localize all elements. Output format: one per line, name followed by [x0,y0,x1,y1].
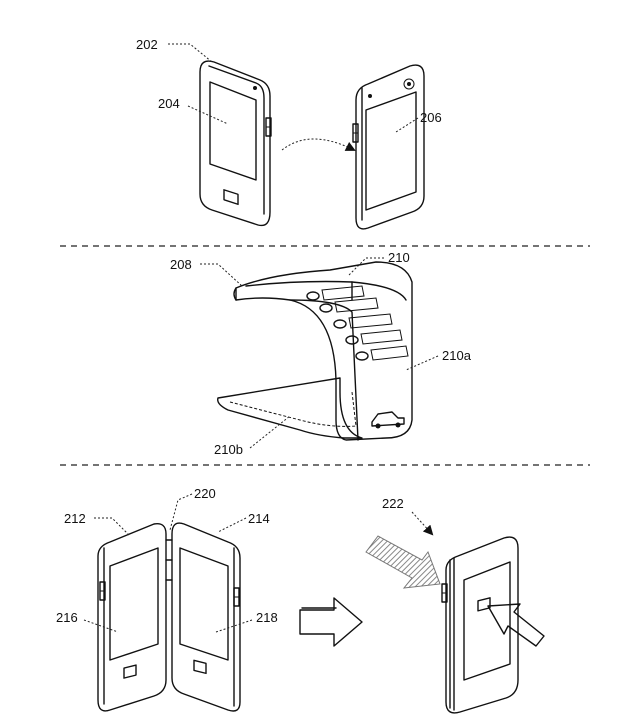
phone-back-206 [352,64,425,230]
list-item [333,313,393,329]
flip-arrow [281,138,356,151]
label-220: 220 [194,486,216,501]
phone-front-202 [199,60,272,227]
transform-arrow [299,597,363,647]
label-206: 206 [420,110,442,125]
list-item [345,329,403,345]
label-210: 210 [388,250,410,265]
touch-arrow [487,603,545,647]
list-item [319,297,379,313]
label-210b: 210b [214,442,243,457]
label-208: 208 [170,257,192,272]
phone-panel-212 [97,523,167,712]
label-210a: 210a [442,348,472,363]
section-flip-phone [168,43,425,230]
label-204: 204 [158,96,180,111]
list-item [355,345,409,361]
label-222: 222 [382,496,404,511]
car-icon [371,411,405,429]
label-212: 212 [64,511,86,526]
label-214: 214 [248,511,270,526]
list-item [306,285,365,301]
hatched-arrow [365,535,441,589]
section-flexible-device [200,257,439,449]
label-216: 216 [56,610,78,625]
folded-phone-222 [441,536,519,714]
label-218: 218 [256,610,278,625]
section-dual-display [83,493,545,714]
label-202: 202 [136,37,158,52]
phone-panel-214 [171,522,241,712]
list-items [306,285,409,361]
